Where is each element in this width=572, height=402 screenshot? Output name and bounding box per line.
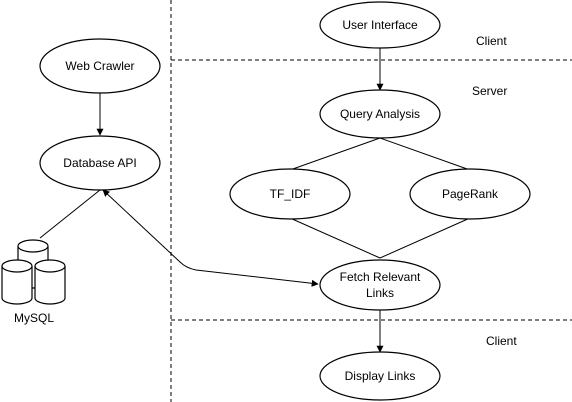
node-fetch-relevant-links-label-line2: Links [366, 286, 394, 300]
edge-pagerank-to-fetch [379, 217, 471, 259]
region-label-client-bottom: Client [486, 334, 517, 348]
node-fetch-relevant-links-label: Fetch Relevant [340, 270, 421, 284]
node-fetch-relevant-links: Fetch Relevant Links [319, 259, 441, 311]
region-label-server: Server [472, 84, 507, 98]
node-display-links-label: Display Links [345, 369, 416, 383]
node-tf-idf: TF_IDF [229, 168, 351, 220]
node-query-analysis: Query Analysis [319, 89, 441, 139]
node-pagerank: PageRank [409, 168, 531, 220]
node-user-interface-label: User Interface [342, 18, 418, 32]
edge-databaseapi-fetch-bidirectional [102, 189, 319, 287]
node-database-api: Database API [39, 135, 161, 191]
mysql-label: MySQL [14, 311, 54, 325]
node-user-interface: User Interface [319, 1, 441, 49]
node-web-crawler: Web Crawler [39, 38, 161, 94]
edge-queryanalysis-to-tfidf [289, 137, 381, 171]
node-pagerank-label: PageRank [442, 187, 499, 201]
node-query-analysis-label: Query Analysis [340, 107, 420, 121]
node-database-api-label: Database API [63, 156, 136, 170]
region-label-client-top: Client [476, 34, 507, 48]
node-web-crawler-label: Web Crawler [65, 59, 134, 73]
mysql-database-icon [1, 239, 66, 305]
node-display-links: Display Links [319, 351, 441, 401]
edge-tfidf-to-fetch [289, 217, 381, 259]
edge-mysql-to-databaseapi [39, 189, 101, 239]
edge-queryanalysis-to-pagerank [379, 137, 471, 171]
node-tf-idf-label: TF_IDF [270, 187, 311, 201]
